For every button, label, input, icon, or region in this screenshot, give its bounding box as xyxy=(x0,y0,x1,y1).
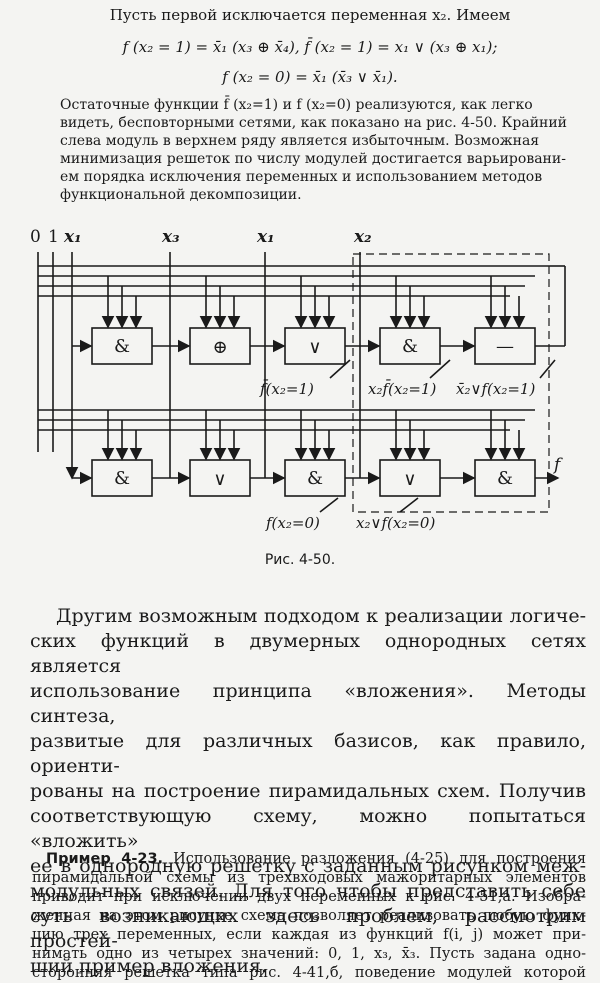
label-f-x2-0: f(x₂=0) xyxy=(265,514,320,532)
paragraph-1-line: видеть, бесповторными сетями, как показа… xyxy=(60,115,568,131)
bottom-gate-and-3: & xyxy=(497,468,513,489)
top-gate-and-2: & xyxy=(402,336,418,357)
paragraph-2-line: Другим возможным подходом к реализации л… xyxy=(56,605,586,627)
paragraph-3-line: пирамидальной схемы из трехвходовых мажо… xyxy=(32,870,586,886)
paragraph-2-line: ший пример вложения. xyxy=(30,955,268,977)
paragraph-2-line: ских функций в двумерных однородных сетя… xyxy=(30,630,586,677)
label-f-bar-x2-1: f̄(x₂=1) xyxy=(259,380,314,398)
paragraph-3-line: цию трех переменных, если каждая из функ… xyxy=(32,927,586,943)
input-label-x2: x₂ xyxy=(353,227,372,247)
formula-2: f (x₂ = 0) = x̄₁ (x̄₃ ∨ x̄₁). xyxy=(222,68,398,86)
input-label-0: 0 xyxy=(30,227,41,247)
bottom-gate-or-2: ∨ xyxy=(403,469,416,490)
paragraph-3-line: женная на этом рисунке схема позволяет р… xyxy=(32,908,586,924)
paragraph-3-line: нимать одно из четырех значений: 0, 1, x… xyxy=(32,946,586,962)
paragraph-2-line: соответствующую схему, можно попытаться … xyxy=(30,805,586,852)
output-f-label: f xyxy=(552,455,563,475)
paragraph-3-line: Пример 4-23. Использование разложения (4… xyxy=(32,850,586,869)
paragraph-2-line: развитые для различных базисов, как прав… xyxy=(30,730,586,777)
label-x2-bar-or-f: x̄₂∨f(x₂=1) xyxy=(456,380,535,398)
paragraph-2: Другим возможным подходом к реализации л… xyxy=(30,604,586,979)
figure-caption: Рис. 4-50. xyxy=(264,552,336,568)
paragraph-3-line: приводит при исключении двух переменных … xyxy=(32,889,586,905)
input-label-x1: x₁ xyxy=(63,227,82,247)
input-label-x1-second: x₁ xyxy=(256,227,275,247)
paragraph-3-line: сторонняя решетка типа рис. 4-41,б, пове… xyxy=(32,965,586,981)
paragraph-3: Пример 4-23. Использование разложения (4… xyxy=(32,850,586,983)
top-gate-xor: ⊕ xyxy=(212,337,227,358)
paragraph-2-line: использование принципа «вложения». Метод… xyxy=(30,680,586,727)
bottom-gate-and-2: & xyxy=(307,468,323,489)
input-label-x3: x₃ xyxy=(161,227,180,247)
dashed-frame xyxy=(352,253,550,513)
top-gate-not: — xyxy=(496,336,514,357)
example-title: Пример 4-23. xyxy=(46,851,164,867)
circuit-diagram: 0 1 x₁ x₃ x₁ x₂ & ⊕ ∨ & — & ∨ & ∨ & f̄(x… xyxy=(30,227,566,532)
paragraph-1-line: слева модуль в верхнем ряду является изб… xyxy=(60,133,540,149)
bottom-gate-and: & xyxy=(114,468,130,489)
paragraph-2-line: ее в однородную решетку с заданным рисун… xyxy=(30,855,586,877)
label-x2-or-f-x2-0: x₂∨f(x₂=0) xyxy=(356,514,435,532)
top-gate-or: ∨ xyxy=(308,337,321,358)
intro-line: Пусть первой исключается переменная x₂. … xyxy=(109,6,511,24)
formula-1: f (x₂ = 1) = x̄₁ (x₃ ⊕ x̄₄), f̄ (x₂ = 1)… xyxy=(122,38,498,56)
top-gate-and: & xyxy=(114,336,130,357)
paragraph-1: Остаточные функции f̄ (x₂=1) и f (x₂=0) … xyxy=(34,96,586,204)
paragraph-1-line: Остаточные функции f̄ (x₂=1) и f (x₂=0) … xyxy=(60,97,533,113)
paragraph-2-line: модульных связей. Для того чтобы предста… xyxy=(30,880,586,902)
label-x2-f-bar: x₂f̄(x₂=1) xyxy=(368,380,436,398)
paragraph-2-line: суть возникающих здесь проблем, рассмотр… xyxy=(30,905,586,952)
paragraph-2-line: рованы на построение пирамидальных схем.… xyxy=(30,780,586,802)
bottom-gate-or: ∨ xyxy=(213,469,226,490)
paragraph-3-text: Использование разложения (4-25) для пост… xyxy=(173,851,586,867)
input-label-1: 1 xyxy=(48,227,59,247)
paragraph-1-line: минимизация решеток по числу модулей дос… xyxy=(60,151,566,167)
paragraph-1-line: функциональной декомпозиции. xyxy=(60,187,302,203)
paragraph-1-line: ем порядка исключения переменных и испол… xyxy=(60,169,543,185)
